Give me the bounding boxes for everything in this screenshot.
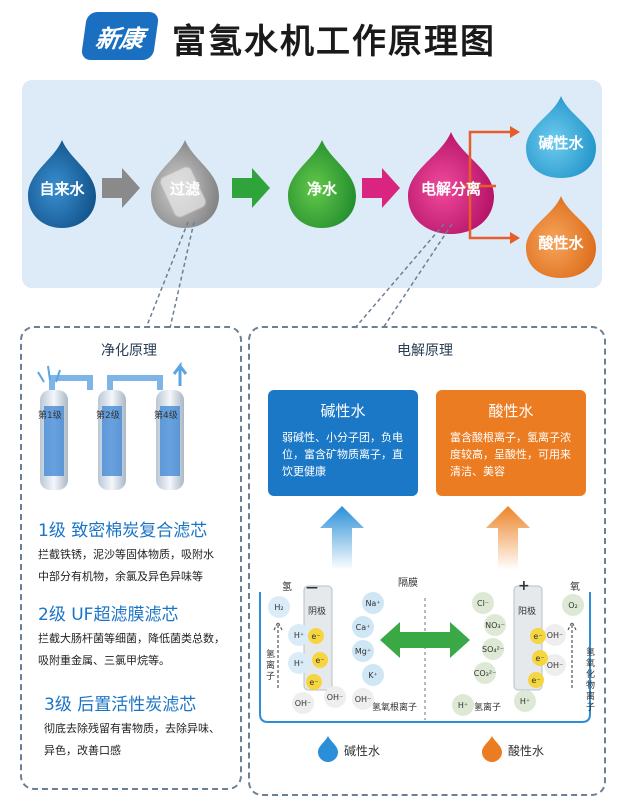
ion-oh: OH⁻: [544, 654, 566, 676]
acidic-label: 酸性水: [538, 234, 584, 252]
electro-title: 电解原理: [397, 343, 453, 359]
acidic-card-title: 酸性水: [488, 402, 534, 420]
ion-co3: CO₃²⁻: [474, 662, 496, 684]
pure-water-label: 净水: [306, 180, 337, 198]
ion-no3: NO₃⁻: [484, 614, 506, 636]
level-2-title: 2级 UF超滤膜滤芯: [38, 605, 179, 625]
ion-oh: OH⁻: [324, 686, 346, 708]
purify-section: [20, 326, 242, 790]
electrolysis-label: 电解分离: [420, 180, 481, 198]
hydrogen-label: 氢: [282, 582, 292, 593]
filter-cartridges: [37, 362, 188, 490]
cartridge-3: [156, 390, 184, 490]
ion-electron: e⁻: [312, 652, 328, 668]
acidic-up-arrow: [486, 506, 530, 570]
arrow-green: [232, 168, 270, 208]
ion-oh: OH⁻: [352, 688, 374, 710]
cartridge-1: [40, 390, 68, 490]
level-3-desc-2: 异色，改善口感: [44, 744, 121, 757]
ion-k: K⁺: [362, 664, 384, 686]
exchange-arrow: [380, 622, 470, 658]
alkaline-label: 碱性水: [538, 134, 584, 152]
legend-acidic-drop: [482, 736, 502, 762]
ion-so4: SO₄²⁻: [482, 638, 504, 660]
page-title: 富氢水机工作原理图: [172, 22, 496, 62]
ion-electron: e⁻: [530, 628, 546, 644]
legend-alkaline: 碱性水: [344, 744, 381, 758]
oxygen-label: 氧: [570, 582, 580, 593]
filter-label: 过滤: [169, 180, 200, 198]
arrow-pink: [362, 168, 400, 208]
connector-filter: [145, 221, 189, 329]
cartridge-2: [98, 390, 126, 490]
ion-h-plus: H⁺: [452, 694, 474, 716]
ion-h2: H₂: [268, 596, 290, 618]
tap-water-label: 自来水: [39, 180, 85, 198]
ion-oh: OH⁻: [292, 692, 314, 714]
legend-alkaline-drop: [318, 736, 338, 762]
purify-title: 净化原理: [101, 343, 157, 359]
level-2-desc-1: 拦截大肠杆菌等细菌，降低菌类总数，: [38, 632, 225, 645]
level-1-desc-1: 拦截铁锈，泥沙等固体物质，吸附水: [38, 548, 214, 561]
alkaline-up-arrow: [320, 506, 364, 570]
tap-water-drop: [28, 140, 96, 228]
anode-label: 阳极: [518, 607, 537, 617]
level-3-title: 3级 后置活性炭滤芯: [44, 695, 197, 715]
cathode-label: 阴极: [308, 607, 327, 617]
level-1-desc-2: 中部分有机物，余氯及异色异味等: [38, 570, 203, 583]
ion-ca: Ca⁺: [352, 616, 374, 638]
connector-electro-2: [382, 223, 453, 329]
level-3-desc-1: 彻底去除残留有害物质，去除异味、: [44, 722, 220, 735]
hydrogen-ion-label-2: 氢离子: [474, 703, 502, 713]
alkaline-card-title: 碱性水: [320, 402, 366, 420]
hydrogen-ion-label: 氢离子: [266, 650, 276, 682]
electrolysis-drop: [408, 132, 494, 234]
alkaline-card-text: 弱碱性、小分子团，负电位，富含矿物质离子，直饮更健康: [282, 431, 403, 478]
electro-section: [248, 326, 606, 796]
alkaline-drop: [526, 96, 596, 178]
ion-electron: e⁻: [306, 674, 322, 690]
anode-sign: +: [518, 578, 530, 594]
arrow-gray: [102, 168, 140, 208]
ion-oh: OH⁻: [544, 624, 566, 646]
hydroxide-ion-label: 氢氧根离子: [372, 703, 418, 713]
level-2-desc-2: 吸附重金属、三氯甲烷等。: [38, 654, 170, 667]
oxide-ion-label: 氢氧化物离子: [586, 648, 596, 713]
ion-electron: e⁻: [528, 672, 544, 688]
ion-electron: e⁻: [308, 628, 324, 644]
ion-h-plus: H⁺: [514, 690, 536, 712]
acidic-drop: [526, 196, 596, 278]
ion-h-plus: H⁺: [288, 652, 310, 674]
stage-label-1: 第1级: [38, 411, 62, 421]
ion-electron: e⁻: [532, 650, 548, 666]
legend-acidic: 酸性水: [508, 744, 545, 758]
filter-drop: [151, 140, 219, 228]
ion-mg: Mg⁺: [352, 640, 374, 662]
ion-o2: O₂: [562, 594, 584, 616]
arrow-split: [460, 130, 510, 240]
acidic-card: 酸性水 富含酸根离子，氢离子浓度较高，呈酸性，可用来清洁、美容: [436, 390, 586, 496]
ion-na: Na⁺: [362, 592, 384, 614]
membrane-label: 隔膜: [398, 578, 418, 589]
acidic-card-text: 富含酸根离子，氢离子浓度较高，呈酸性，可用来清洁、美容: [450, 431, 571, 478]
stage-label-3: 第4级: [154, 411, 178, 421]
connector-electro: [354, 223, 445, 329]
alkaline-card: 碱性水 弱碱性、小分子团，负电位，富含矿物质离子，直饮更健康: [268, 390, 418, 496]
ion-cl: Cl⁻: [472, 592, 494, 614]
cathode-sign: —: [306, 580, 318, 594]
ion-h-plus: H⁺: [288, 624, 310, 646]
stage-label-2: 第2级: [96, 411, 120, 421]
level-1-title: 1级 致密棉炭复合滤芯: [38, 521, 208, 541]
pure-water-drop: [288, 140, 356, 228]
